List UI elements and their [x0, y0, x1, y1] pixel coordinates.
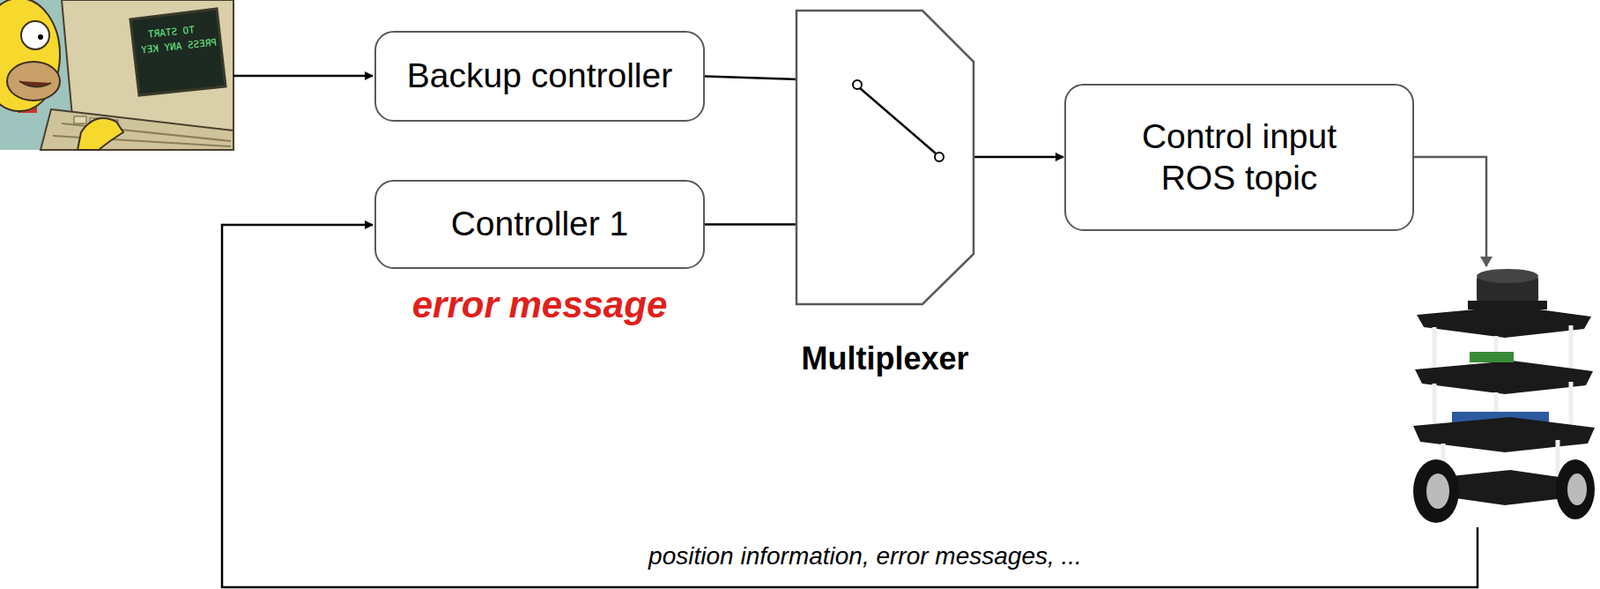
multiplexer-shape: Multiplexer: [796, 10, 974, 304]
process-box: Controller 1: [374, 179, 705, 269]
box-text: Control input ROS topic: [1103, 116, 1377, 200]
multiplexer-outline: [796, 10, 974, 304]
homer-illustration: [0, 0, 234, 150]
switch-contact: [934, 152, 944, 162]
switch-lever: [859, 88, 936, 154]
process-box: Backup controller: [374, 30, 705, 122]
box-text: Controller 1: [451, 203, 630, 245]
node-heading: Multiplexer: [800, 340, 969, 378]
switch-contact: [852, 80, 862, 89]
error-note: error message: [374, 283, 705, 326]
topic-box: Control input ROS topic: [1064, 83, 1415, 231]
feedback-label: position information, error messages, ..…: [648, 541, 1082, 571]
screen-text: TO START: [147, 23, 195, 40]
input-wire: [233, 74, 373, 78]
robot-command-wire: [1414, 156, 1487, 267]
box-text: Backup controller: [407, 55, 673, 97]
robot-illustration: [1413, 268, 1595, 523]
